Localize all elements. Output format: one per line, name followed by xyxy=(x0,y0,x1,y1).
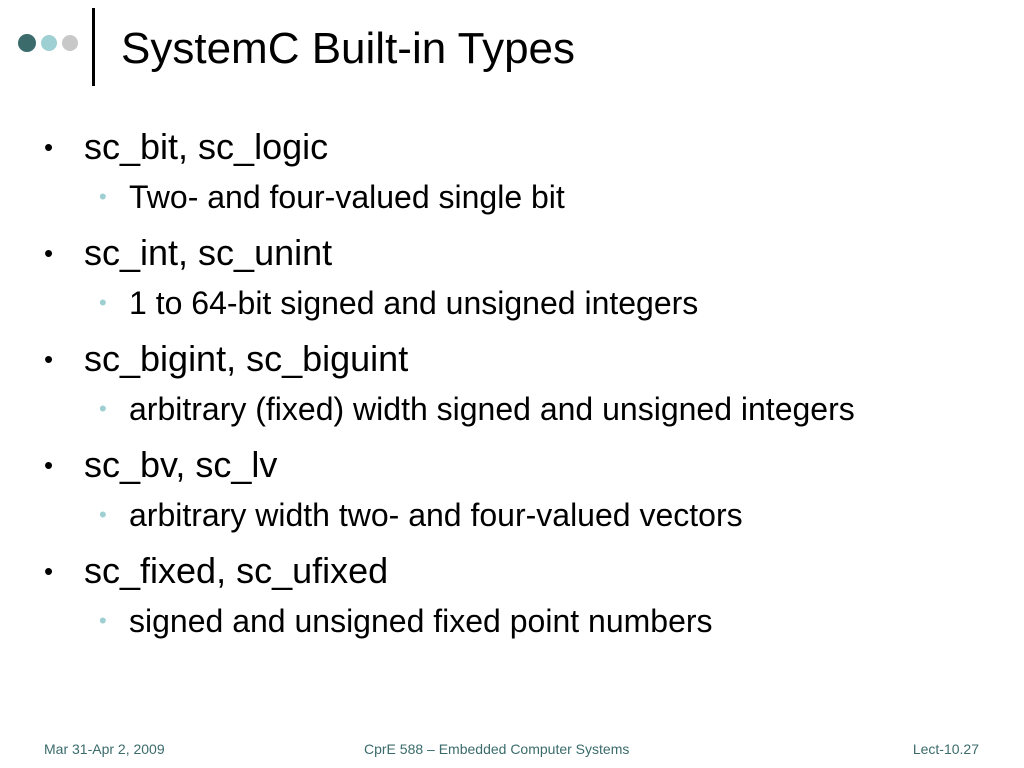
bullet-text: sc_bit, sc_logic xyxy=(84,126,329,167)
bullet-marker: • xyxy=(44,344,54,374)
header-dots xyxy=(14,33,88,53)
bullet-item: • sc_int, sc_unint xyxy=(0,228,1000,278)
sub-bullet-text: Two- and four-valued single bit xyxy=(129,179,565,215)
slide-title: SystemC Built-in Types xyxy=(121,24,576,73)
sub-bullet-text: signed and unsigned fixed point numbers xyxy=(129,603,713,639)
bullet-marker: • xyxy=(44,556,54,586)
dot-dark-icon xyxy=(18,34,36,52)
bullet-marker: • xyxy=(44,238,54,268)
sub-bullet-marker: • xyxy=(99,608,107,633)
dot-light-icon xyxy=(62,35,78,51)
sub-bullet-marker: • xyxy=(99,290,107,315)
bullet-item: • sc_bit, sc_logic xyxy=(0,122,1000,172)
sub-bullet-marker: • xyxy=(99,396,107,421)
header-rule xyxy=(92,8,95,86)
dot-mid-icon xyxy=(41,35,57,51)
footer-date: Mar 31-Apr 2, 2009 xyxy=(44,741,165,757)
sub-bullet-marker: • xyxy=(99,184,107,209)
footer-course: CprE 588 – Embedded Computer Systems xyxy=(364,741,630,757)
bullet-item: • sc_fixed, sc_ufixed xyxy=(0,546,1000,596)
bullet-marker: • xyxy=(44,450,54,480)
sub-bullet-marker: • xyxy=(99,502,107,527)
bullet-text: sc_bigint, sc_biguint xyxy=(84,338,409,379)
bullet-text: sc_bv, sc_lv xyxy=(84,444,278,485)
sub-bullet-text: 1 to 64-bit signed and unsigned integers xyxy=(129,285,699,321)
sub-bullet-item: • arbitrary (fixed) width signed and uns… xyxy=(0,388,1000,430)
sub-bullet-item: • Two- and four-valued single bit xyxy=(0,176,1000,218)
sub-bullet-item: • 1 to 64-bit signed and unsigned intege… xyxy=(0,282,1000,324)
sub-bullet-item: • signed and unsigned fixed point number… xyxy=(0,600,1000,642)
footer-lecture: Lect-10.27 xyxy=(912,741,979,757)
sub-bullet-item: • arbitrary width two- and four-valued v… xyxy=(0,494,1000,536)
bullet-marker: • xyxy=(44,132,54,162)
bullet-list: • sc_bit, sc_logic • Two- and four-value… xyxy=(0,122,1000,652)
sub-bullet-text: arbitrary (fixed) width signed and unsig… xyxy=(129,391,855,427)
bullet-text: sc_fixed, sc_ufixed xyxy=(84,550,389,591)
bullet-text: sc_int, sc_unint xyxy=(84,232,333,273)
bullet-item: • sc_bv, sc_lv xyxy=(0,440,1000,490)
sub-bullet-text: arbitrary width two- and four-valued vec… xyxy=(129,497,743,533)
bullet-item: • sc_bigint, sc_biguint xyxy=(0,334,1000,384)
